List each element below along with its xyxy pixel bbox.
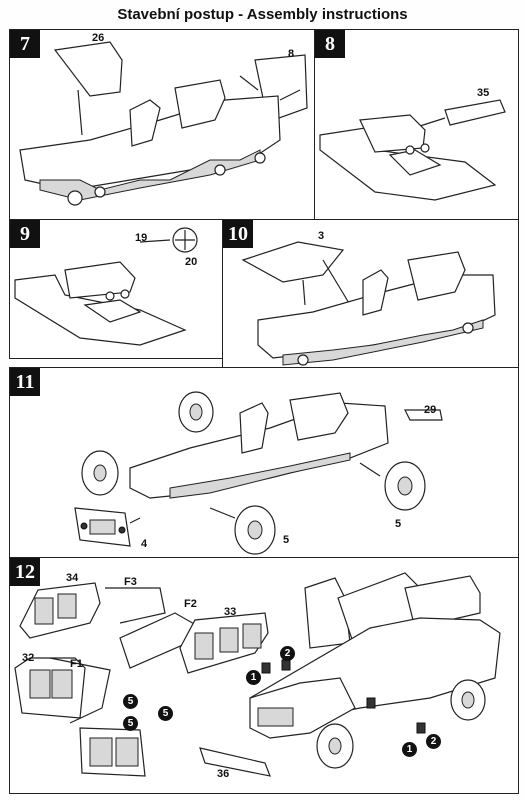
step-7-drawing (19, 41, 308, 206)
step-8-number: 8 (315, 30, 345, 58)
step-10-label-3: 3 (318, 230, 325, 242)
step-11-number: 11 (10, 368, 40, 396)
step-12-label-32: 32 (22, 652, 35, 664)
step-7-label-26: 26 (92, 32, 105, 44)
step-12-number: 12 (10, 558, 40, 586)
step-12-label-f2: F2 (184, 598, 197, 610)
step-9-label-19: 19 (135, 232, 148, 244)
marker-5-a: 5 (123, 694, 138, 709)
step-7-number: 7 (10, 30, 40, 58)
step-9-number: 9 (10, 220, 40, 248)
step-12-label-f3: F3 (124, 576, 137, 588)
page-title: Stavební postup - Assembly instructions (117, 6, 408, 23)
step-12-label-33: 33 (224, 606, 237, 618)
step-8-label-35: 35 (477, 87, 490, 99)
step-7-panel: 7 26 8 (9, 29, 316, 221)
step-11-label-5-rear: 5 (395, 518, 402, 530)
step-8-panel: 8 35 (314, 29, 519, 221)
step-11-panel: 11 29 4 5 5 (9, 367, 519, 559)
step-12-drawing (14, 572, 501, 777)
step-12-label-36: 36 (217, 768, 230, 780)
step-8-drawing (319, 99, 506, 201)
marker-5-c: 5 (123, 716, 138, 731)
step-9-label-20: 20 (185, 256, 198, 268)
step-11-label-4: 4 (141, 538, 148, 550)
marker-5-b: 5 (158, 706, 173, 721)
marker-1-a: 1 (246, 670, 261, 685)
step-10-number: 10 (223, 220, 253, 248)
marker-1-b: 1 (402, 742, 417, 757)
marker-2-b: 2 (426, 734, 441, 749)
step-10-panel: 10 3 (222, 219, 519, 369)
step-7-label-8: 8 (288, 48, 295, 60)
step-11-drawing (74, 391, 443, 555)
step-12-panel: 12 34 F3 F2 33 3 (9, 557, 519, 794)
step-12-label-34: 34 (66, 572, 79, 584)
marker-2-a: 2 (280, 646, 295, 661)
step-10-drawing (241, 241, 496, 366)
step-9-drawing (14, 227, 198, 346)
step-9-panel: 9 19 20 (9, 219, 224, 359)
step-12-label-f1: F1 (70, 658, 83, 670)
step-11-label-29: 29 (424, 404, 437, 416)
step-11-label-5-front: 5 (283, 534, 290, 546)
